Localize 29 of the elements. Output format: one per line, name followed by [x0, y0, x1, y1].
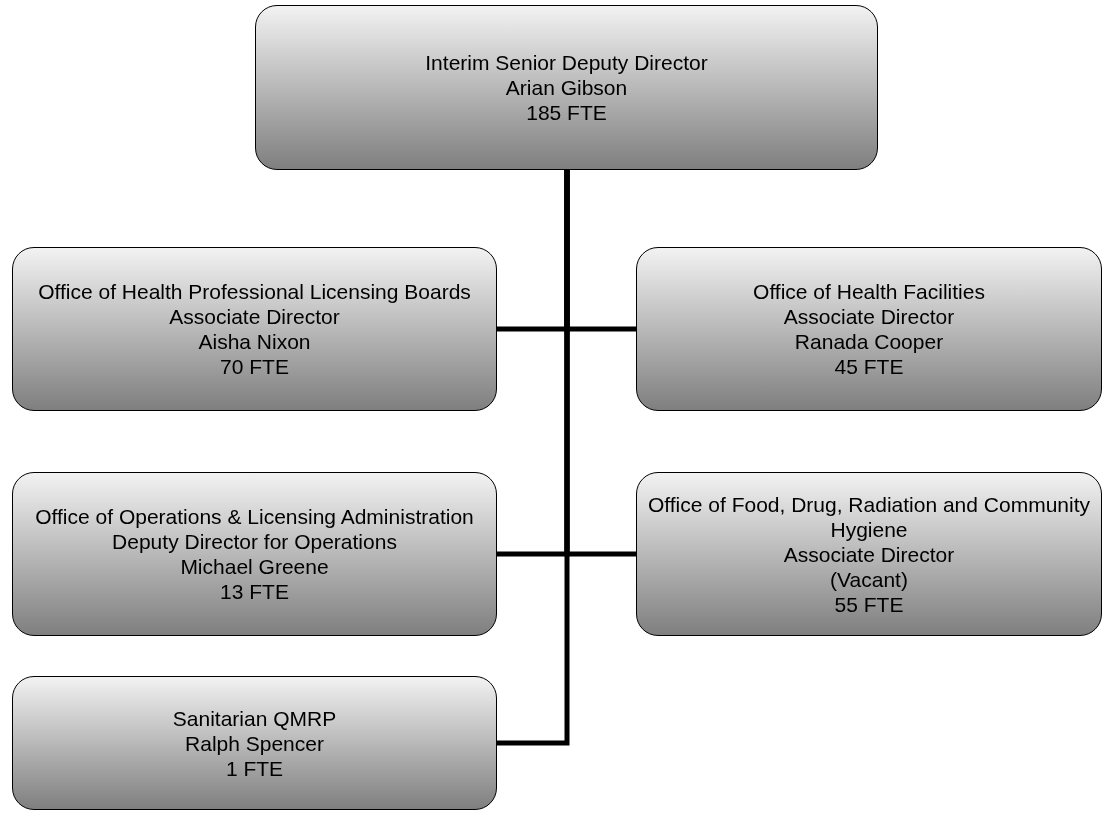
unit-text: Arian Gibson — [505, 75, 628, 100]
org-unit-box — [636, 247, 1102, 411]
unit-text: Office of Operations & Licensing Administration — [35, 504, 474, 529]
org-unit-box — [636, 472, 1102, 636]
unit-text: Office of Health Facilities — [753, 279, 985, 304]
unit-text: 55 FTE — [834, 591, 904, 617]
unit-text: Interim Senior Deputy Director — [425, 50, 708, 75]
unit-text: Office of Health Professional Licensing Boards — [38, 279, 471, 304]
unit-text: Ralph Spencer — [185, 730, 324, 756]
unit-text: 45 FTE — [834, 354, 904, 379]
unit-text: Associate Director — [783, 304, 955, 329]
unit-text: 70 FTE — [220, 354, 289, 379]
unit-text: Associate Director — [169, 304, 340, 329]
unit-text: Michael Greene — [180, 554, 329, 579]
unit-text: 1 FTE — [225, 755, 284, 781]
unit-text: Ranada Cooper — [794, 329, 944, 354]
org-unit-box — [255, 5, 878, 170]
org-unit-box — [12, 676, 497, 810]
unit-text: Aisha Nixon — [198, 329, 311, 354]
org-unit-box — [12, 472, 497, 636]
unit-text: Office of Food, Drug, Radiation and Community Hygiene — [647, 491, 1091, 542]
unit-text: (Vacant) — [830, 566, 908, 592]
unit-text: 13 FTE — [220, 579, 289, 604]
connector-line — [497, 170, 570, 746]
unit-text: Associate Director — [783, 541, 955, 567]
unit-text: Deputy Director for Operations — [112, 529, 397, 554]
unit-text: Sanitarian QMRP — [172, 705, 337, 731]
org-unit-box — [12, 247, 497, 411]
unit-text: 185 FTE — [526, 100, 607, 125]
